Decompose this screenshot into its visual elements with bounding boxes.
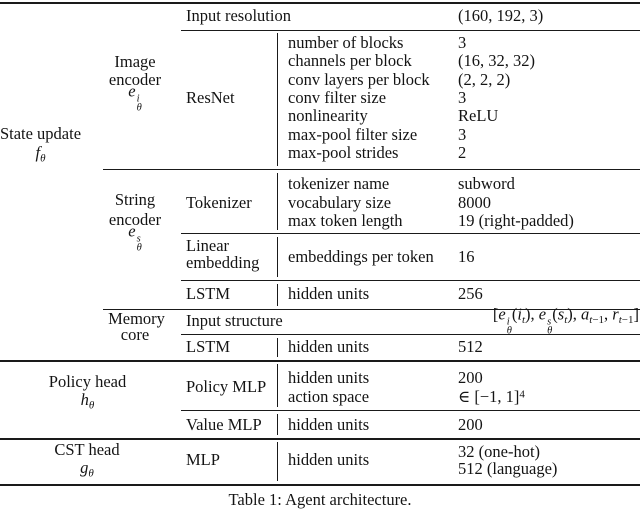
memory-lstm-value: 512 bbox=[458, 336, 483, 356]
row-input-resolution-label: Input resolution bbox=[186, 5, 291, 25]
module-string-lstm: LSTM bbox=[186, 283, 231, 303]
resnet-value-5: 3 bbox=[458, 124, 467, 144]
group-policy-head-symbol: hθ bbox=[80, 389, 95, 411]
vsep-resnet bbox=[277, 33, 279, 166]
tokenizer-param-2: max token length bbox=[288, 210, 403, 230]
resnet-value-6: 2 bbox=[458, 142, 467, 162]
resnet-param-1: channels per block bbox=[288, 50, 412, 70]
cst-mlp-value-0: 32 (one-hot) bbox=[458, 441, 541, 461]
policy-mlp-param-1: action space bbox=[288, 386, 370, 406]
string-lstm-value: 256 bbox=[458, 283, 483, 303]
rule-above-cst-head bbox=[0, 437, 640, 440]
resnet-param-2: conv layers per block bbox=[288, 69, 430, 89]
policy-mlp-param-0: hidden units bbox=[288, 367, 370, 387]
module-memory-lstm: LSTM bbox=[186, 336, 231, 356]
group-cst-head-label: CST head bbox=[54, 439, 120, 459]
rule-under-linear-embedding bbox=[181, 280, 640, 282]
resnet-value-3: 3 bbox=[458, 87, 467, 107]
component-image-encoder-line1: Image bbox=[114, 51, 156, 71]
cst-mlp-value-1: 512 (language) bbox=[458, 458, 558, 478]
policy-mlp-value-1: ∈ [−1, 1]4 bbox=[458, 386, 525, 406]
policy-mlp-value-0: 200 bbox=[458, 367, 483, 387]
module-policy-mlp: Policy MLP bbox=[186, 376, 267, 396]
module-linear-embedding-line2: embedding bbox=[186, 252, 260, 272]
cst-mlp-param: hidden units bbox=[288, 449, 370, 469]
memory-lstm-param: hidden units bbox=[288, 336, 370, 356]
tokenizer-param-0: tokenizer name bbox=[288, 173, 390, 193]
rule-under-input-structure bbox=[181, 334, 640, 336]
tokenizer-param-1: vocabulary size bbox=[288, 192, 392, 212]
resnet-value-4: ReLU bbox=[458, 105, 499, 125]
rule-above-policy-head bbox=[0, 360, 640, 363]
rule-above-memory-core bbox=[103, 308, 640, 310]
vsep-memory-lstm bbox=[277, 338, 279, 357]
module-tokenizer: Tokenizer bbox=[186, 192, 252, 212]
group-state-update-label: State update bbox=[0, 123, 82, 143]
resnet-param-5: max-pool filter size bbox=[288, 124, 418, 144]
tokenizer-value-1: 8000 bbox=[458, 192, 491, 212]
rule-under-tokenizer bbox=[181, 232, 640, 234]
resnet-param-3: conv filter size bbox=[288, 87, 387, 107]
vsep-linear-embedding bbox=[277, 236, 279, 277]
rule-above-string-encoder bbox=[103, 168, 640, 170]
module-cst-mlp: MLP bbox=[186, 449, 220, 469]
vsep-value-mlp bbox=[277, 413, 279, 435]
component-memory-core-line1: Memory bbox=[108, 308, 165, 328]
rule-under-policy-mlp bbox=[181, 409, 640, 411]
resnet-value-0: 3 bbox=[458, 32, 467, 52]
rule-under-input-resolution bbox=[181, 29, 640, 31]
string-lstm-param: hidden units bbox=[288, 283, 370, 303]
group-cst-head-symbol: gθ bbox=[80, 457, 94, 480]
component-string-encoder-line1: String bbox=[114, 189, 156, 209]
vsep-string-lstm bbox=[277, 284, 279, 306]
resnet-param-4: nonlinearity bbox=[288, 105, 368, 125]
resnet-param-6: max-pool strides bbox=[288, 142, 399, 162]
rule-top bbox=[0, 2, 640, 5]
linear-embedding-param: embeddings per token bbox=[288, 246, 434, 266]
vsep-cst-mlp bbox=[277, 441, 279, 481]
resnet-value-2: (2, 2, 2) bbox=[458, 69, 511, 89]
input-resolution-value: (160, 192, 3) bbox=[458, 5, 544, 25]
group-state-update-symbol: fθ bbox=[35, 142, 46, 165]
group-policy-head-label: Policy head bbox=[48, 371, 127, 391]
module-resnet: ResNet bbox=[186, 87, 235, 107]
component-image-encoder-line2: encoder bbox=[108, 69, 162, 89]
tokenizer-value-0: subword bbox=[458, 173, 515, 193]
value-mlp-value: 200 bbox=[458, 414, 483, 434]
component-string-encoder-line2: encoder bbox=[108, 209, 162, 229]
vsep-tokenizer bbox=[277, 173, 279, 230]
module-linear-embedding-line1: Linear bbox=[186, 235, 230, 255]
linear-embedding-value: 16 bbox=[458, 246, 475, 266]
vsep-policy-mlp bbox=[277, 364, 279, 407]
table-caption: Table 1: Agent architecture. bbox=[228, 489, 412, 509]
row-input-structure-label: Input structure bbox=[186, 310, 283, 330]
module-value-mlp: Value MLP bbox=[186, 414, 262, 434]
resnet-param-0: number of blocks bbox=[288, 32, 404, 52]
resnet-value-1: (16, 32, 32) bbox=[458, 50, 535, 70]
tokenizer-value-2: 19 (right-padded) bbox=[458, 210, 574, 230]
value-mlp-param: hidden units bbox=[288, 414, 370, 434]
rule-bottom bbox=[0, 484, 640, 487]
component-memory-core-line2: core bbox=[120, 324, 150, 344]
